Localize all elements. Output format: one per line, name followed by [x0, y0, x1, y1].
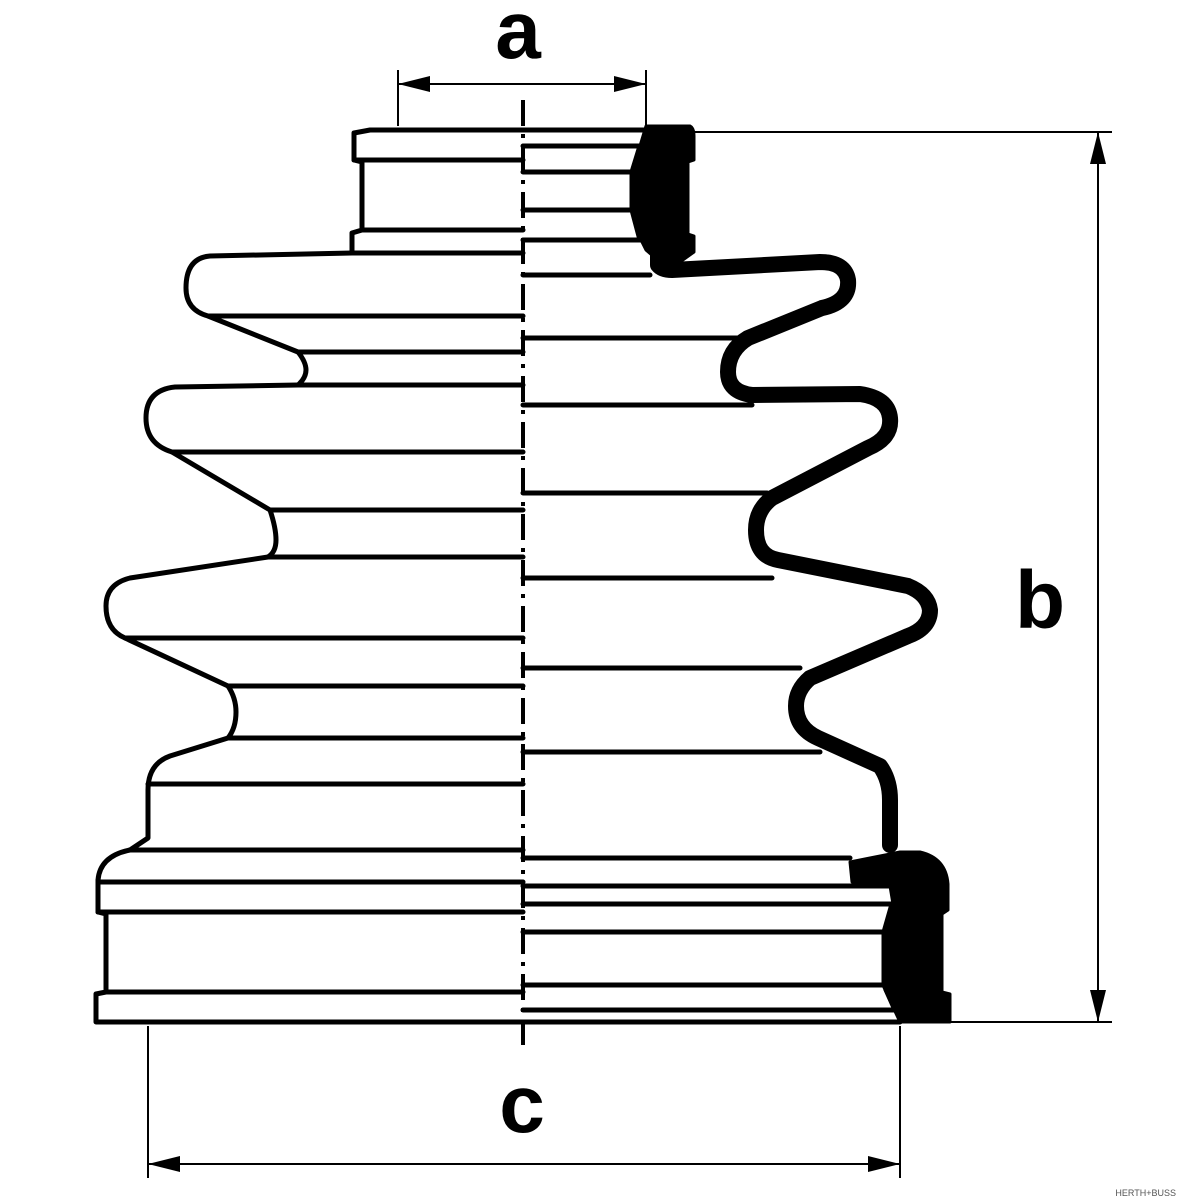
- brand-watermark: HERTH+BUSS: [1115, 1188, 1176, 1198]
- dimension-a: [397, 70, 647, 126]
- dimension-b: [694, 131, 1112, 1023]
- boot-exterior-outline: [93, 127, 526, 1025]
- dim-b-arrow-bottom: [1090, 990, 1106, 1022]
- dim-b-arrow-top: [1090, 132, 1106, 164]
- dim-a-arrow-left: [398, 76, 430, 92]
- dim-c-arrow-left: [148, 1156, 180, 1172]
- dimension-c: [147, 1026, 901, 1178]
- dim-a-label: a: [495, 0, 542, 76]
- dim-a-arrow-right: [614, 76, 646, 92]
- boot-section-view: [520, 124, 952, 1025]
- dim-c-label: c: [499, 1059, 545, 1150]
- dim-c-arrow-right: [868, 1156, 900, 1172]
- dim-b-label: b: [1015, 555, 1065, 646]
